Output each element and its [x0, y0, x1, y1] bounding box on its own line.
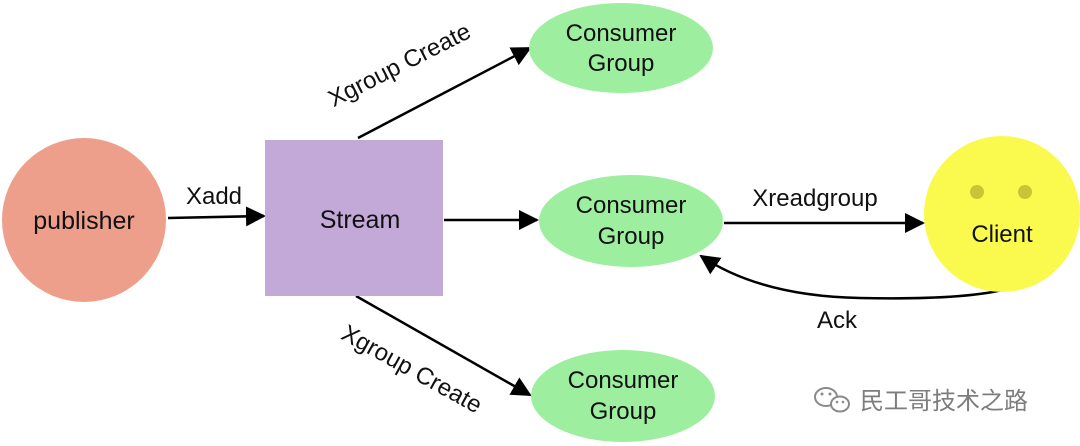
consumer-group-bottom-ellipse	[531, 350, 715, 442]
stream-label: Stream	[320, 206, 401, 234]
consumer-group-top-line2: Group	[588, 50, 655, 77]
consumer-group-top-ellipse	[529, 3, 713, 93]
stream-node: Stream	[265, 140, 443, 296]
xgroup-create-top-label: Xgroup Create	[324, 18, 475, 113]
consumer-group-bottom-line1: Consumer	[568, 367, 679, 394]
consumer-group-top-line1: Consumer	[566, 20, 677, 47]
xgroup-create-bottom-label: Xgroup Create	[337, 320, 487, 419]
consumer-group-middle: Consumer Group	[539, 175, 723, 267]
watermark-text: 民工哥技术之路	[860, 387, 1028, 415]
xreadgroup-label: Xreadgroup	[752, 185, 877, 212]
client-node: Client	[924, 136, 1080, 292]
ack-label: Ack	[817, 307, 858, 334]
publisher-circle	[2, 138, 166, 302]
consumer-group-top: Consumer Group	[529, 3, 713, 93]
consumer-group-middle-line1: Consumer	[576, 192, 687, 219]
client-right-eye	[1018, 185, 1032, 199]
publisher-label: publisher	[33, 207, 134, 235]
ack-arrow	[699, 254, 1003, 300]
watermark: 民工哥技术之路	[814, 387, 1028, 415]
client-circle	[924, 136, 1080, 292]
client-label: Client	[971, 221, 1033, 248]
stream-box	[265, 140, 443, 296]
consumer-group-bottom: Consumer Group	[531, 350, 715, 442]
xadd-label: Xadd	[186, 183, 242, 210]
stream-to-top-group-arrow	[357, 46, 532, 140]
consumer-group-middle-line2: Group	[598, 223, 665, 250]
consumer-group-bottom-line2: Group	[590, 398, 657, 425]
stream-to-bottom-group-arrow	[355, 294, 532, 397]
client-left-eye	[970, 185, 984, 199]
wechat-icon	[814, 387, 850, 413]
publisher-node: publisher	[2, 138, 166, 302]
consumer-group-middle-ellipse	[539, 175, 723, 267]
xadd-arrow	[167, 206, 266, 227]
